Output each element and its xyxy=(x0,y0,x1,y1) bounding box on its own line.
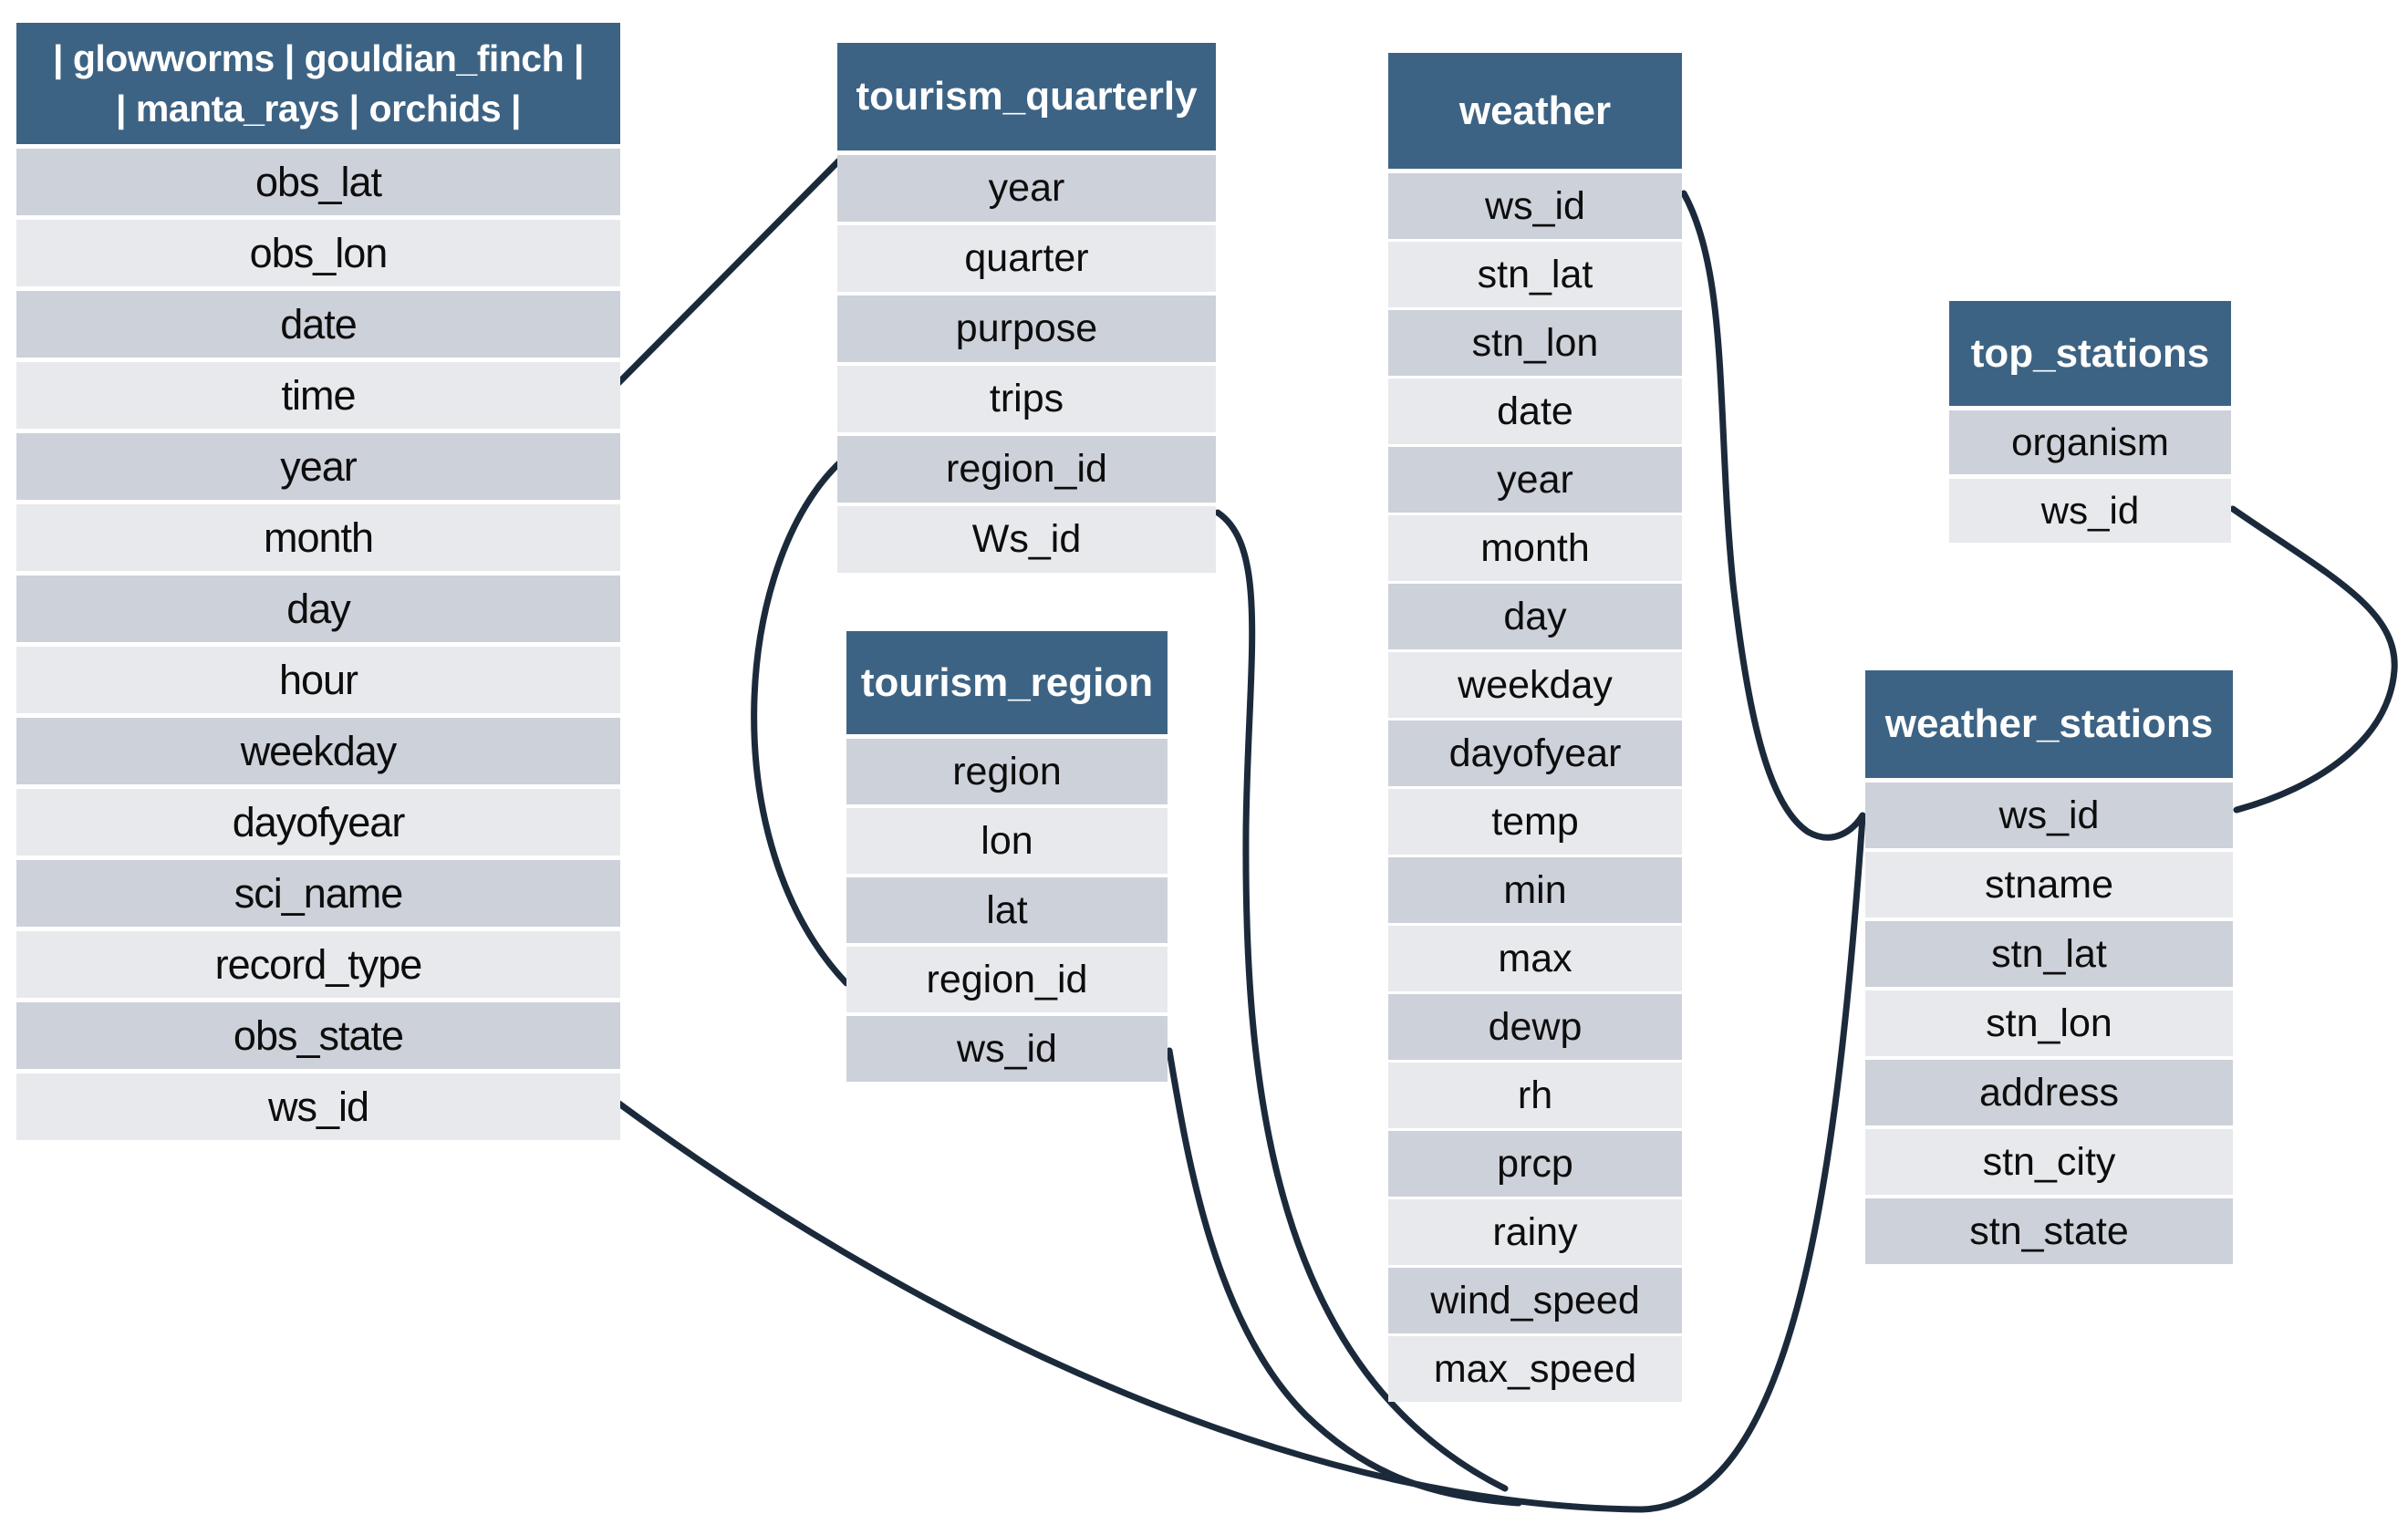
field-row-tourism_region-lon: lon xyxy=(846,808,1168,874)
field-row-observations-hour: hour xyxy=(16,647,620,713)
field-row-weather-max: max xyxy=(1388,926,1682,991)
field-row-weather-weekday: weekday xyxy=(1388,652,1682,718)
field-row-weather-stn_lat: stn_lat xyxy=(1388,242,1682,307)
field-row-top_stations-organism: organism xyxy=(1949,410,2231,474)
table-weather_stations-header: weather_stations xyxy=(1865,670,2233,778)
table-title-line: weather xyxy=(1458,88,1612,133)
field-row-observations-weekday: weekday xyxy=(16,718,620,784)
field-row-observations-month: month xyxy=(16,504,620,571)
field-row-weather-rh: rh xyxy=(1388,1063,1682,1128)
field-row-tourism_region-region: region xyxy=(846,739,1168,804)
connector-weather-ws_id-to-weather_stations-ws_id xyxy=(1680,190,1866,841)
connector-observations-time-to-tourism_quarterly-year xyxy=(615,157,843,387)
table-title-line: | glowworms | gouldian_finch | xyxy=(52,37,585,80)
field-row-observations-year: year xyxy=(16,433,620,500)
field-row-weather-max_speed: max_speed xyxy=(1388,1336,1682,1402)
field-row-weather_stations-stn_state: stn_state xyxy=(1865,1198,2233,1264)
field-row-tourism_region-region_id: region_id xyxy=(846,947,1168,1012)
field-row-tourism_quarterly-trips: trips xyxy=(837,366,1216,432)
table-title-line: | manta_rays | orchids | xyxy=(116,87,522,130)
table-top_stations-header: top_stations xyxy=(1949,301,2231,406)
field-row-weather-prcp: prcp xyxy=(1388,1131,1682,1197)
field-row-weather-dayofyear: dayofyear xyxy=(1388,721,1682,786)
table-title-line: top_stations xyxy=(1970,330,2210,376)
field-row-weather-wind_speed: wind_speed xyxy=(1388,1268,1682,1333)
table-weather-header: weather xyxy=(1388,53,1682,169)
field-row-weather_stations-ws_id: ws_id xyxy=(1865,783,2233,848)
field-row-weather_stations-stn_city: stn_city xyxy=(1865,1129,2233,1195)
table-tourism_region-header: tourism_region xyxy=(846,631,1168,734)
field-row-observations-record_type: record_type xyxy=(16,931,620,998)
connector-top_stations-ws_id-to-weather_stations-ws_id xyxy=(2229,505,2398,814)
field-row-observations-obs_state: obs_state xyxy=(16,1002,620,1069)
field-row-observations-time: time xyxy=(16,362,620,429)
table-observations: | glowworms | gouldian_finch | | manta_ra… xyxy=(16,23,620,1145)
field-row-weather-day: day xyxy=(1388,584,1682,649)
field-row-top_stations-ws_id: ws_id xyxy=(1949,479,2231,543)
field-row-observations-obs_lat: obs_lat xyxy=(16,149,620,215)
field-row-weather_stations-stname: stname xyxy=(1865,852,2233,918)
field-row-observations-sci_name: sci_name xyxy=(16,860,620,927)
table-title-line: tourism_region xyxy=(860,659,1154,705)
field-row-observations-obs_lon: obs_lon xyxy=(16,220,620,286)
field-row-weather-temp: temp xyxy=(1388,789,1682,855)
field-row-tourism_quarterly-quarter: quarter xyxy=(837,225,1216,292)
field-row-weather-date: date xyxy=(1388,378,1682,444)
table-title-line: weather_stations xyxy=(1884,701,2214,746)
field-row-observations-date: date xyxy=(16,291,620,358)
table-observations-header: | glowworms | gouldian_finch | | manta_ra… xyxy=(16,23,620,144)
field-row-tourism_quarterly-region_id: region_id xyxy=(837,436,1216,503)
field-row-observations-day: day xyxy=(16,576,620,642)
field-row-weather-rainy: rainy xyxy=(1388,1199,1682,1265)
table-title-line: tourism_quarterly xyxy=(856,74,1198,119)
field-row-observations-ws_id: ws_id xyxy=(16,1073,620,1140)
field-row-weather_stations-stn_lon: stn_lon xyxy=(1865,990,2233,1056)
field-row-observations-dayofyear: dayofyear xyxy=(16,789,620,856)
table-tourism_quarterly-header: tourism_quarterly xyxy=(837,43,1216,150)
field-row-tourism_region-lat: lat xyxy=(846,877,1168,943)
field-row-tourism_quarterly-Ws_id: Ws_id xyxy=(837,506,1216,573)
field-row-tourism_region-ws_id: ws_id xyxy=(846,1016,1168,1082)
field-row-weather-dewp: dewp xyxy=(1388,994,1682,1060)
field-row-weather-month: month xyxy=(1388,515,1682,581)
field-row-tourism_quarterly-year: year xyxy=(837,155,1216,222)
field-row-weather-year: year xyxy=(1388,447,1682,513)
field-row-weather_stations-address: address xyxy=(1865,1060,2233,1125)
field-row-weather-min: min xyxy=(1388,857,1682,923)
field-row-weather-stn_lon: stn_lon xyxy=(1388,310,1682,376)
field-row-tourism_quarterly-purpose: purpose xyxy=(837,296,1216,362)
connector-tourism_quarterly-region_id-to-tourism_region-region_id xyxy=(751,458,850,987)
field-row-weather_stations-stn_lat: stn_lat xyxy=(1865,921,2233,987)
field-row-weather-ws_id: ws_id xyxy=(1388,173,1682,239)
